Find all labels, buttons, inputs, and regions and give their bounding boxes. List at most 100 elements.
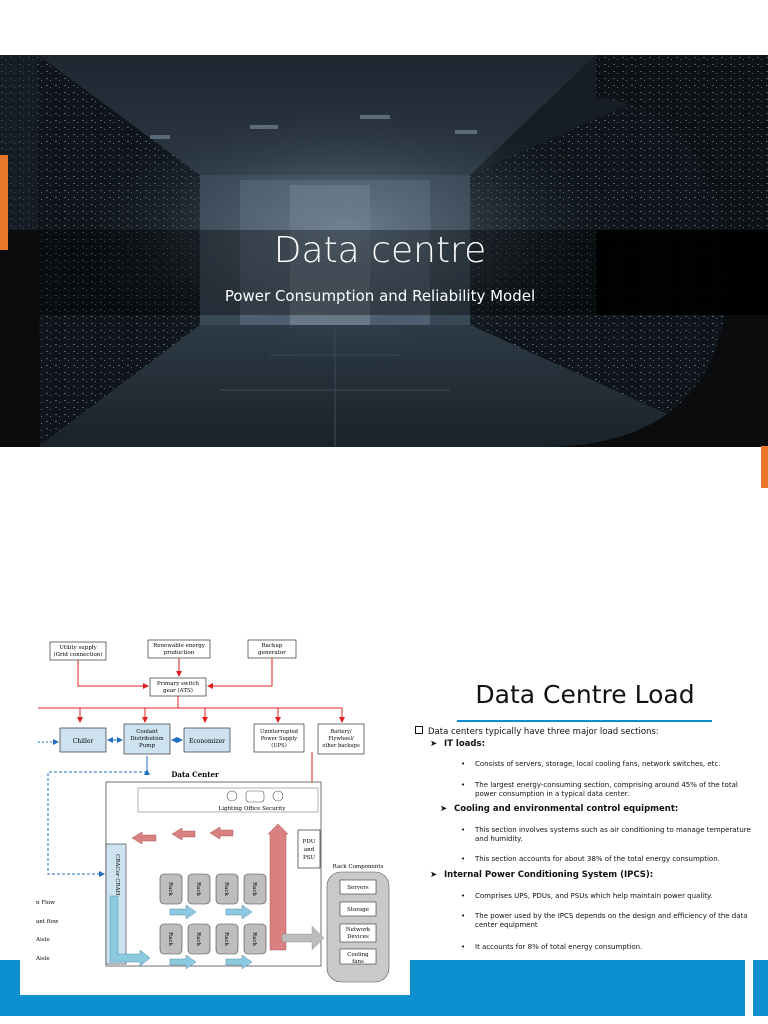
intro-text: Data centers typically have three major … [428,727,659,737]
legend-fragment-4: Aisle [35,956,50,962]
backup-line-1: Backup [262,643,283,649]
ats-box: Primary switch gear (ATS) [149,677,207,697]
legend-fragment-1: n Flow [36,900,55,906]
rack: Rack [187,923,211,955]
bullet-item: •The largest energy-consuming section, c… [461,781,738,798]
rack-label: Rack [223,932,229,947]
renewable-box: Renewable energy production [147,639,211,659]
diagram-svg: Utility supply (Grid connection) Renewab… [35,639,390,983]
rack-components: Rack Components ServersStorageNetworkDev… [326,864,390,983]
bullet-text: This section involves systems such as ai… [475,826,751,843]
legend-fragment-3: Aisle [35,937,50,943]
battery-line-2: Flywheel/ [328,736,354,742]
content-slide: Utility supply (Grid connection) Renewab… [0,612,768,1024]
arrow-bullet-icon: ➤ [430,739,438,749]
arrow-bullet-icon: ➤ [430,870,438,880]
section-heading: Cooling and environmental control equipm… [454,804,675,814]
lighting-label: Lighting Office Security [219,806,287,812]
ats-line-1: Primary switch [157,681,200,687]
bullet-text: This section accounts for about 38% of t… [475,855,720,863]
renewable-line-1: Renewable energy [153,643,206,649]
bullet-item: •Consists of servers, storage, local coo… [461,760,721,768]
rack: Rack [215,923,239,955]
heading-colon: : [481,739,485,749]
title-underline [457,720,712,722]
data-center-aisle-photo [0,55,768,447]
pdu-line-2: and [304,847,315,853]
renewable-line-2: production [164,650,195,656]
ups-box: Uninterrupted Power Supply (UPS) [253,723,305,753]
bullet-text: The largest energy-consuming section, co… [475,781,738,798]
bullet-item: •The power used by the IPCS depends on t… [461,912,748,929]
component-label: Network [346,927,371,933]
footer-band-right [753,960,768,1016]
bullet-text: It accounts for 8% of total energy consu… [475,943,643,951]
rack-label: Rack [167,932,173,947]
data-center-label: Data Center [171,770,219,779]
pump-line-1: Coolant [136,729,158,735]
component-label: Storage [347,907,369,913]
pdu-box: PDU and PSU [297,829,321,869]
accent-bar-right [761,446,768,488]
component-label: fans [352,959,364,965]
component-label: Cooling [347,952,369,958]
section-heading: Internal Power Conditioning System (IPCS… [444,870,650,880]
bullet-text: The power used by the IPCS depends on th… [475,912,748,929]
pump-line-2: Distribution [130,736,164,742]
slide-subtitle: Power Consumption and Reliability Model [224,287,536,305]
bullet-item: •This section accounts for about 38% of … [461,855,720,863]
accent-bar-left [0,155,8,250]
section-cooling: ➤Cooling and environmental control equip… [440,804,678,814]
pdu-line-1: PDU [303,839,316,845]
utility-supply-box: Utility supply (Grid connection) [49,641,107,661]
economizer-box: Economizer [183,727,231,753]
ups-line-1: Uninterrupted [260,729,299,735]
rack: Rack [243,873,267,905]
bullet-item: •Comprises UPS, PDUs, and PSUs which hel… [461,892,713,900]
rack: Rack [159,923,183,955]
rack-label: Rack [195,882,201,897]
legend-fragment-2: ant flow [36,919,59,925]
component-box: Storage [339,901,377,917]
economizer-label: Economizer [189,738,225,745]
section-heading: IT loads [444,739,482,749]
checkbox-bullet-icon [415,726,423,734]
bullet-item: •It accounts for 8% of total energy cons… [461,943,643,951]
rack-label: Rack [167,882,173,897]
pump-box: Coolant Distribution Pump [123,723,171,755]
hot-air-arrows [131,823,289,951]
slide-title: Data centre [273,230,487,271]
rack-label: Rack [195,932,201,947]
rack-label: Rack [251,932,257,947]
pump-line-3: Pump [139,743,155,749]
rack-label: Rack [223,882,229,897]
utility-line-2: (Grid connection) [54,651,103,658]
battery-line-1: Battery/ [330,729,352,735]
title-slide: Data centre Power Consumption and Reliab… [0,55,768,447]
bullet-text: Comprises UPS, PDUs, and PSUs which help… [475,892,713,900]
section-it-loads: ➤ IT loads: [430,739,485,749]
component-label: Devices [347,934,369,940]
slide2-title: Data Centre Load [475,680,695,709]
component-box: Servers [339,879,377,895]
bullet-item: •This section involves systems such as a… [461,826,751,843]
component-label: Servers [347,885,369,891]
rack-label: Rack [251,882,257,897]
battery-box: Battery/ Flywheel/ other backups [317,723,365,755]
rack: Rack [159,873,183,905]
backup-line-2: generator [258,650,286,656]
rack: Rack [243,923,267,955]
rack: Rack [187,873,211,905]
battery-line-3: other backups [322,743,360,749]
crac-label: CRACor CRAH [114,854,120,896]
heading-colon: : [674,804,679,814]
heading-colon: : [649,870,654,880]
cold-air-arrows [109,895,253,970]
rack: Rack [215,873,239,905]
legend-fragments: n Flow ant flow Aisle Aisle [35,900,59,962]
chiller-box: Chiller [59,727,107,753]
ats-line-2: gear (ATS) [163,687,193,694]
